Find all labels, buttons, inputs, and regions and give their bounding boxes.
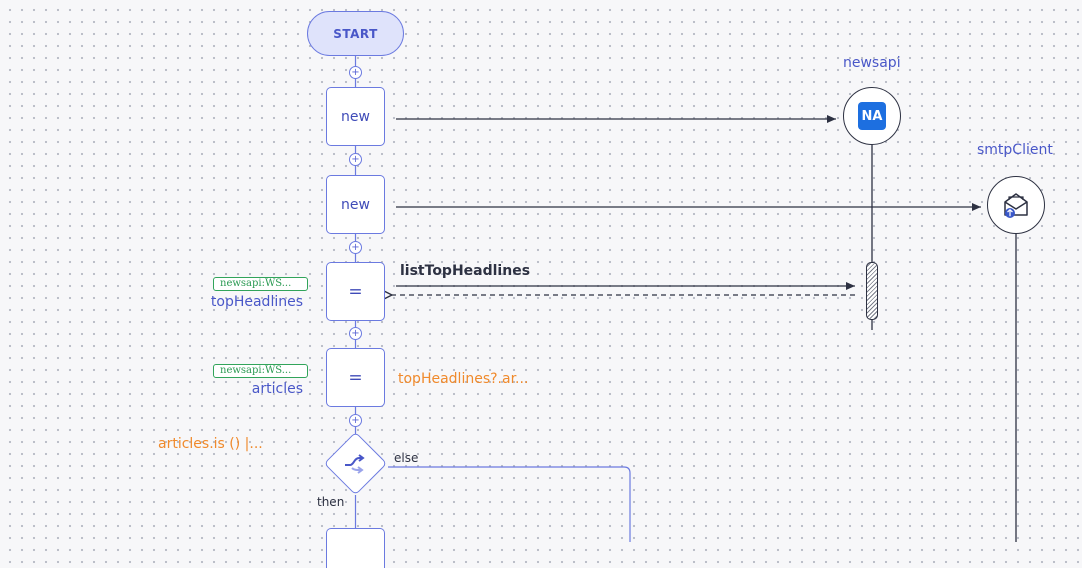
step-label: =	[348, 367, 363, 388]
next-step-node[interactable]	[326, 528, 385, 568]
add-step-button[interactable]: +	[349, 414, 362, 427]
smtp-actor-name: smtpClient	[977, 142, 1053, 158]
start-node[interactable]: START	[307, 11, 404, 56]
add-step-button[interactable]: +	[349, 241, 362, 254]
articles-type-chip[interactable]: newsapi:WS...	[213, 364, 308, 378]
newsapi-actor-name: newsapi	[843, 55, 901, 71]
branch-icon	[345, 454, 365, 474]
activation-bar	[866, 262, 878, 320]
condition-expression[interactable]: articles.is () |...	[158, 436, 263, 452]
then-label: then	[317, 495, 345, 509]
smtp-actor[interactable]	[987, 176, 1045, 234]
newsapi-actor[interactable]: NA	[843, 87, 901, 145]
step-label: =	[348, 281, 363, 302]
add-step-button[interactable]: +	[349, 153, 362, 166]
articles-var-label[interactable]: articles	[251, 381, 303, 397]
else-label: else	[394, 451, 419, 465]
assign-articles-node[interactable]: =	[326, 348, 385, 407]
assign-topheadlines-node[interactable]: =	[326, 262, 385, 321]
else-branch-line	[388, 466, 631, 542]
call-label: listTopHeadlines	[400, 263, 531, 279]
articles-expression[interactable]: topHeadlines?.ar...	[398, 371, 529, 387]
start-label: START	[333, 26, 378, 41]
diagram-connectors	[354, 56, 1017, 542]
add-step-button[interactable]: +	[349, 66, 362, 79]
mail-icon	[1004, 193, 1028, 218]
step-label: new	[341, 196, 370, 213]
newsapi-badge-text: NA	[861, 108, 883, 124]
topheadlines-type-chip[interactable]: newsapi:WS...	[213, 277, 308, 291]
newsapi-badge-icon: NA	[858, 102, 886, 130]
new-smtp-node[interactable]: new	[326, 175, 385, 234]
step-label: new	[341, 108, 370, 125]
add-step-button[interactable]: +	[349, 327, 362, 340]
topheadlines-var-label[interactable]: topHeadlines	[210, 294, 303, 310]
new-newsapi-node[interactable]: new	[326, 87, 385, 146]
